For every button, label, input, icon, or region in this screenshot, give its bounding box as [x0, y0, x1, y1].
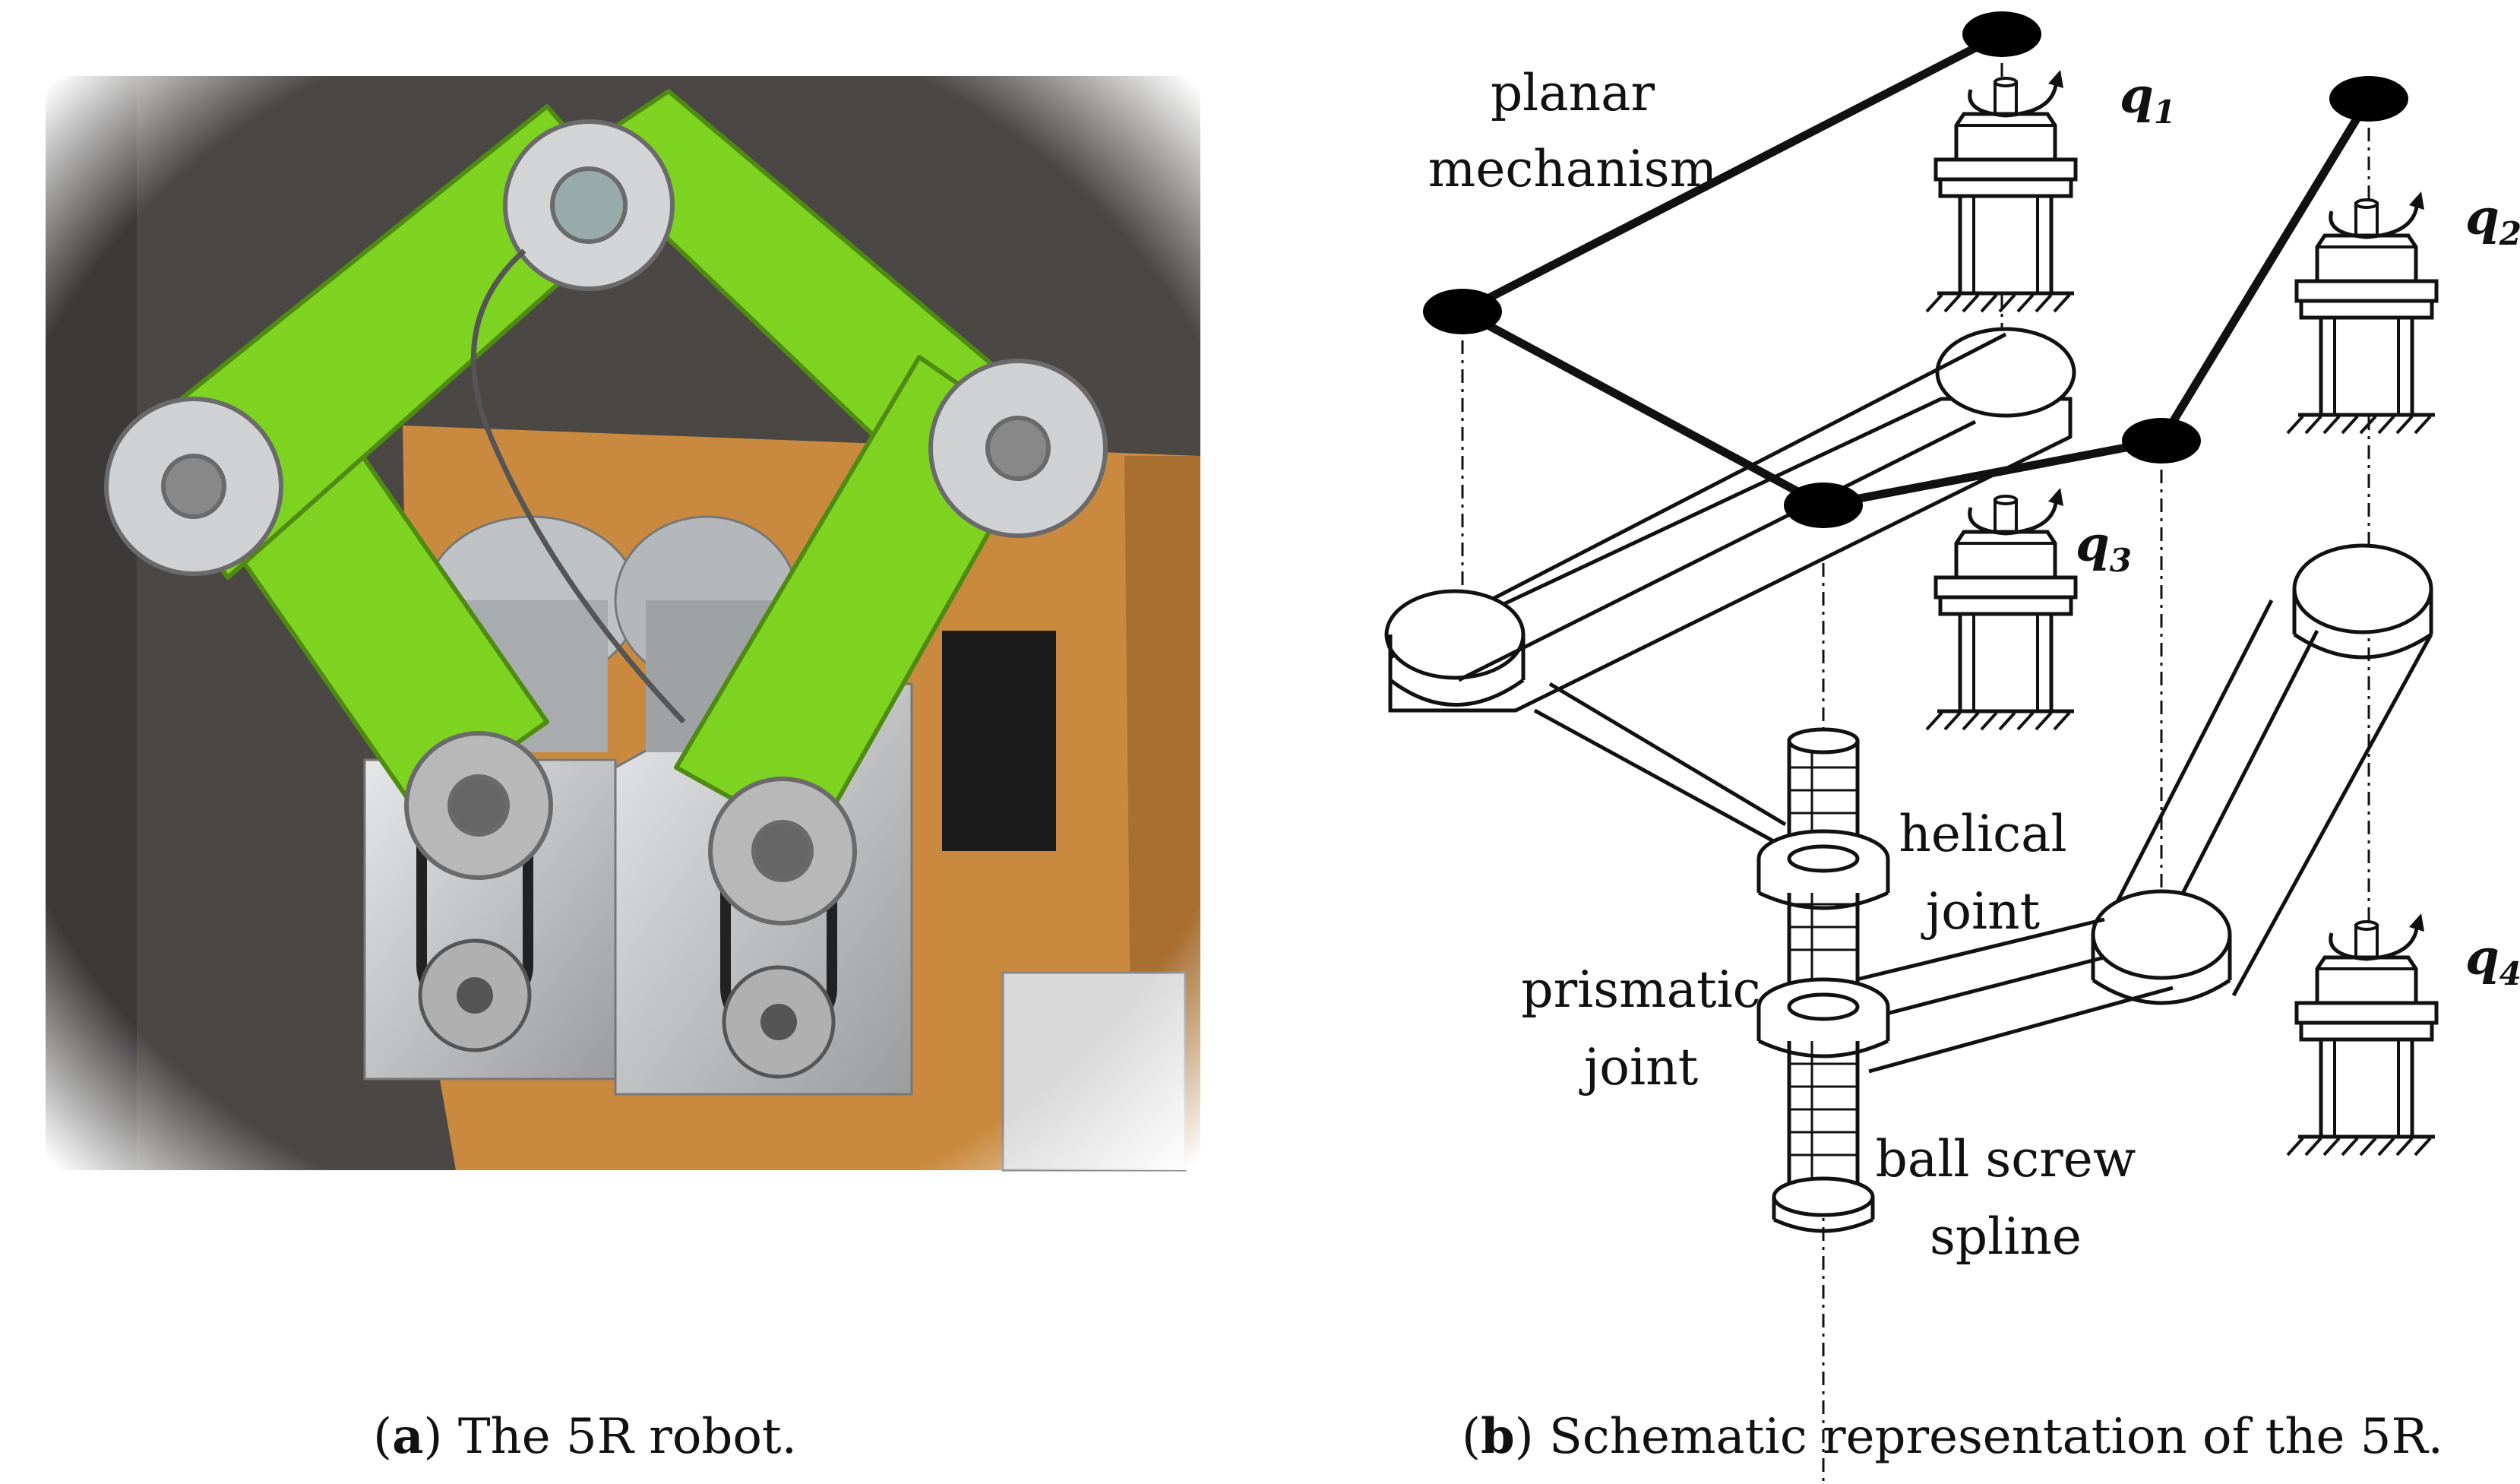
robot-photo: [46, 76, 1200, 1172]
caption-b: (b) Schematic representation of the 5R.: [1462, 1408, 2443, 1465]
caption-b-letter: b: [1481, 1408, 1515, 1465]
motor-q3: [1927, 488, 2076, 729]
label-prismatic: prismatic: [1521, 960, 1760, 1019]
label-mechanism: mechanism: [1428, 140, 1718, 198]
label-q3: q3: [2076, 516, 2132, 579]
joint-base-2: [2329, 76, 2408, 122]
caption-a: (a) The 5R robot.: [373, 1408, 797, 1465]
projection-lines: [1461, 34, 2370, 1484]
label-helical: helical: [1899, 805, 2066, 863]
schematic: planar mechanism helical joint prismatic…: [1384, 11, 2520, 1484]
label-planar: planar: [1491, 64, 1655, 122]
label-helical-joint: joint: [1921, 882, 2040, 941]
label-ball-screw: ball screw: [1876, 1130, 2136, 1188]
planar-mechanism: [1458, 30, 2373, 510]
connecting-arm: [1533, 682, 2174, 1074]
photo-vignette: [46, 76, 1200, 1170]
caption-b-text: Schematic representation of the 5R.: [1549, 1409, 2443, 1465]
motor-q2: [2288, 191, 2436, 433]
upper-belt-link: [1384, 327, 2076, 713]
joint-elbow-1: [1423, 289, 1502, 334]
motor-q4: [2288, 913, 2436, 1155]
lower-belt-link: [2091, 543, 2433, 1005]
label-spline: spline: [1930, 1207, 2082, 1266]
joint-end-effector: [1784, 483, 1863, 528]
planar-joints: [1423, 11, 2408, 528]
joint-base-1: [1962, 11, 2041, 57]
caption-a-letter: a: [392, 1408, 423, 1465]
caption-a-text: The 5R robot.: [458, 1409, 797, 1465]
label-q4: q4: [2465, 929, 2520, 992]
label-q1: q1: [2120, 68, 2176, 131]
joint-elbow-2: [2122, 418, 2201, 464]
label-prismatic-joint: joint: [1579, 1038, 1698, 1096]
ball-screw-spline: [1756, 727, 1890, 1233]
motor-q1: [1927, 70, 2076, 312]
label-q2: q2: [2465, 189, 2520, 252]
